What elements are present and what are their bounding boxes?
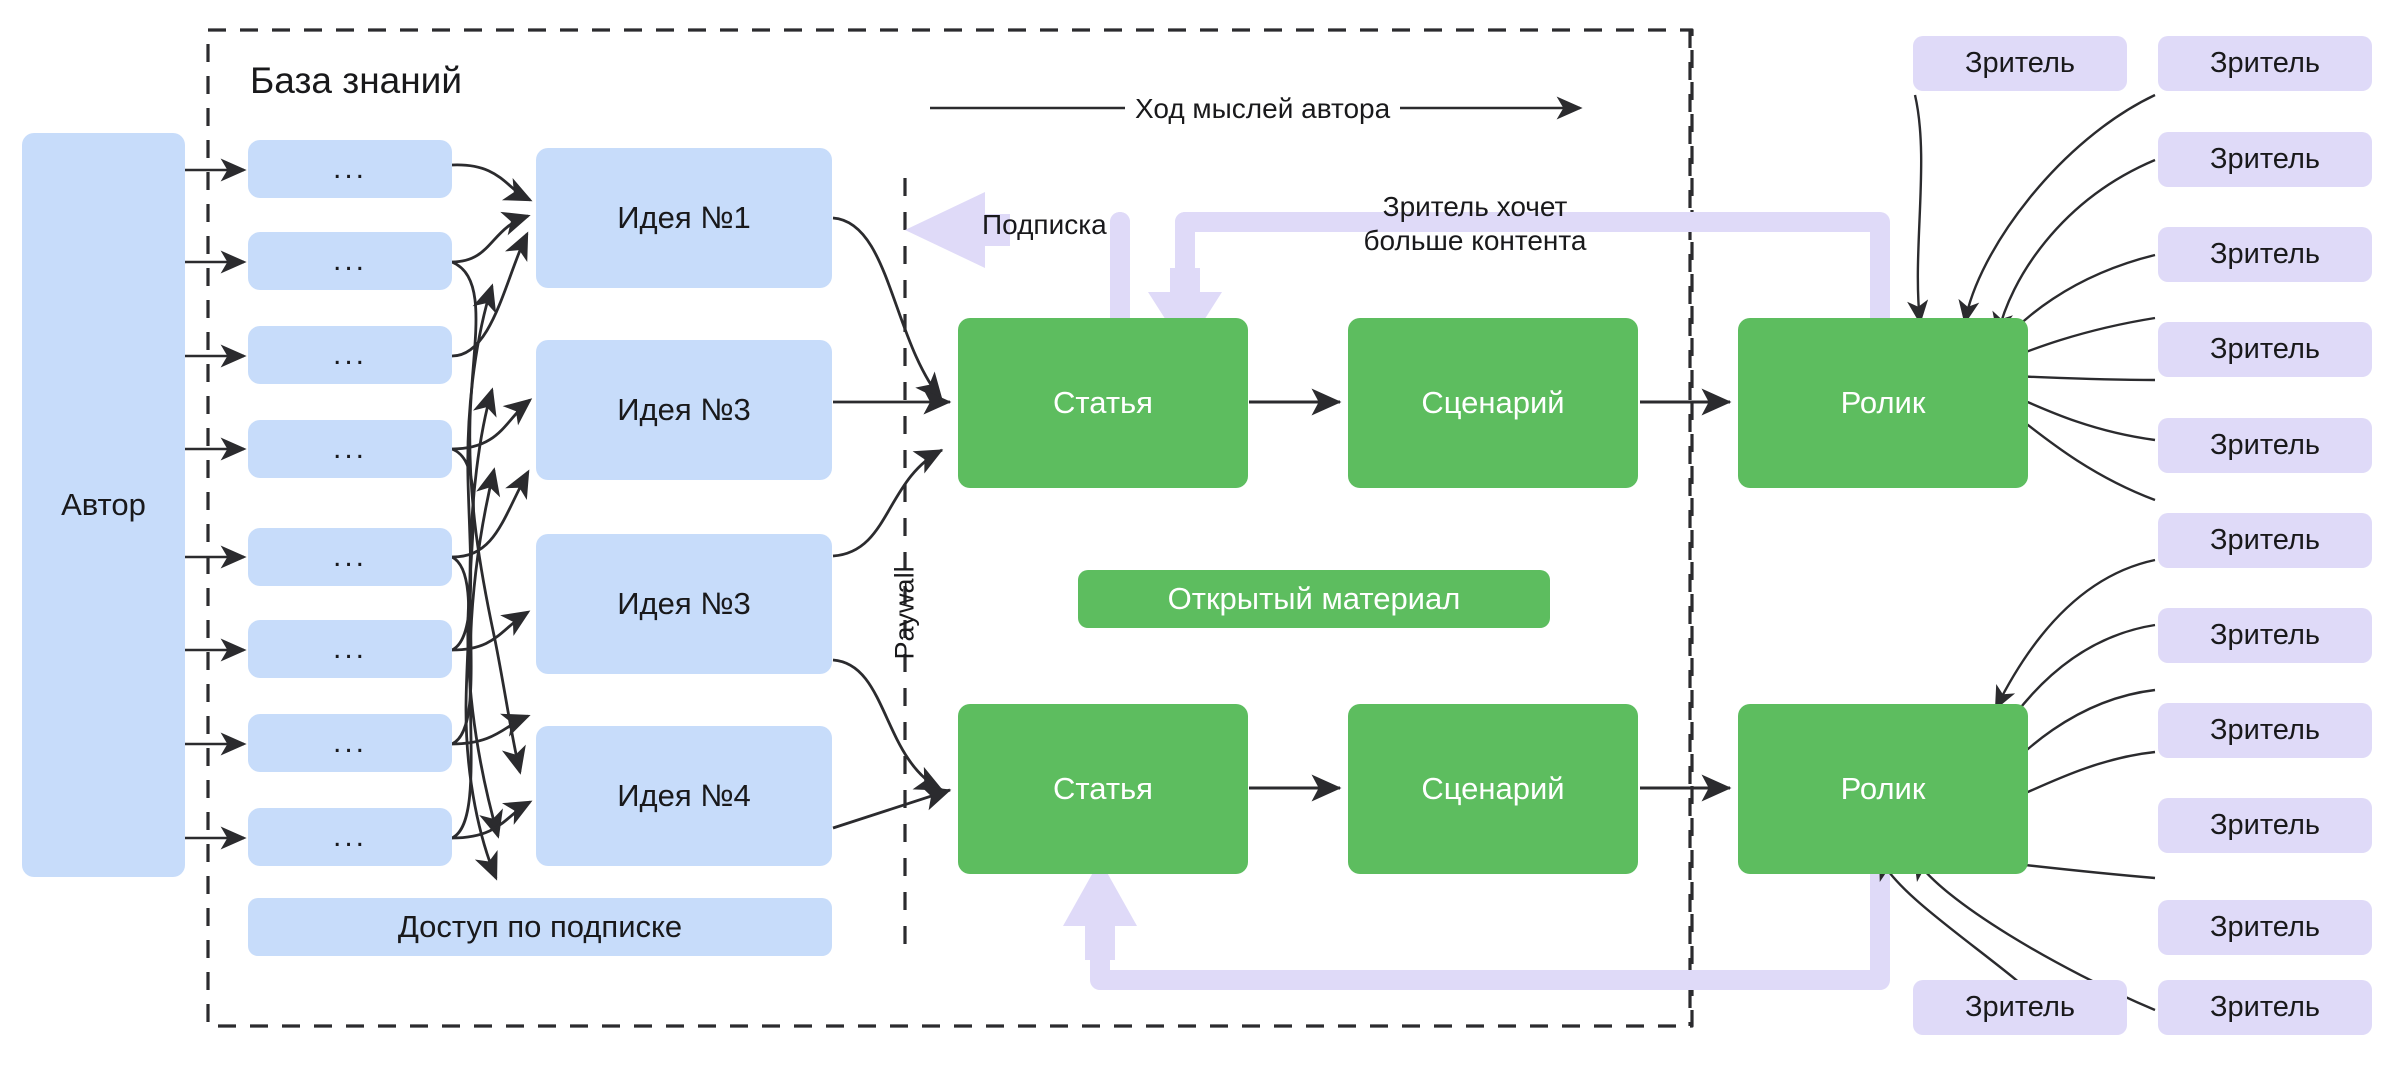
idea-node[interactable]: Идея №1	[536, 148, 832, 288]
author-label: Автор	[61, 486, 146, 522]
viewer-chip[interactable]: Зритель	[2158, 132, 2372, 187]
video-node-bottom[interactable]: Ролик	[1738, 704, 2028, 874]
viewer-chip[interactable]: Зритель	[2158, 322, 2372, 377]
viewer-label: Зритель	[1965, 991, 2075, 1024]
viewer-label: Зритель	[1965, 47, 2075, 80]
source-item[interactable]: ...	[248, 808, 452, 866]
subscription-access-note: Доступ по подписке	[248, 898, 832, 956]
script-node-top[interactable]: Сценарий	[1348, 318, 1638, 488]
viewer-chip[interactable]: Зритель	[2158, 36, 2372, 91]
script-node-bottom[interactable]: Сценарий	[1348, 704, 1638, 874]
article-label: Статья	[1053, 770, 1153, 806]
idea-node[interactable]: Идея №3	[536, 340, 832, 480]
source-item-label: ...	[332, 244, 367, 278]
viewer-chip[interactable]: Зритель	[2158, 980, 2372, 1035]
subscription-access-label: Доступ по подписке	[397, 908, 683, 944]
lavender-bottom-loop	[1090, 862, 1890, 990]
idea-label: Идея №1	[617, 199, 751, 235]
paywall-label: Paywall	[889, 566, 920, 660]
script-label: Сценарий	[1421, 384, 1565, 420]
knowledge-base-title: База знаний	[250, 60, 463, 101]
article-label: Статья	[1053, 384, 1153, 420]
viewer-chip[interactable]: Зритель	[1913, 980, 2127, 1035]
source-item-label: ...	[332, 820, 367, 854]
source-item[interactable]: ...	[248, 714, 452, 772]
source-item[interactable]: ...	[248, 528, 452, 586]
viewer-chip[interactable]: Зритель	[2158, 798, 2372, 853]
viewer-chip[interactable]: Зритель	[1913, 36, 2127, 91]
source-item-label: ...	[332, 432, 367, 466]
viewer-label: Зритель	[2210, 991, 2320, 1024]
viewer-chip[interactable]: Зритель	[2158, 418, 2372, 473]
article-node-top[interactable]: Статья	[958, 318, 1248, 488]
article-node-bottom[interactable]: Статья	[958, 704, 1248, 874]
source-item-label: ...	[332, 540, 367, 574]
viewer-chip[interactable]: Зритель	[2158, 608, 2372, 663]
source-item-label: ...	[332, 152, 367, 186]
source-item[interactable]: ...	[248, 232, 452, 290]
idea-node[interactable]: Идея №3	[536, 534, 832, 674]
viewer-chip[interactable]: Зритель	[2158, 513, 2372, 568]
source-item[interactable]: ...	[248, 620, 452, 678]
video-label: Ролик	[1840, 384, 1926, 420]
open-material-chip: Открытый материал	[1078, 570, 1550, 628]
viewer-label: Зритель	[2210, 47, 2320, 80]
source-item-label: ...	[332, 726, 367, 760]
script-label: Сценарий	[1421, 770, 1565, 806]
source-item[interactable]: ...	[248, 420, 452, 478]
author-node[interactable]: Автор	[22, 133, 185, 877]
viewer-label: Зритель	[2210, 333, 2320, 366]
ideas-to-articles-arrows	[832, 216, 952, 830]
source-item-label: ...	[332, 632, 367, 666]
more-content-label: Зритель хочет больше контента	[1363, 191, 1587, 257]
open-material-label: Открытый материал	[1167, 580, 1461, 616]
source-item-label: ...	[332, 338, 367, 372]
author-to-sources-arrows	[185, 158, 247, 850]
flow-direction-label: Ход мыслей автора	[1135, 93, 1391, 124]
viewer-chip[interactable]: Зритель	[2158, 227, 2372, 282]
idea-label: Идея №4	[617, 777, 751, 813]
viewer-label: Зритель	[2210, 143, 2320, 176]
viewer-label: Зритель	[2210, 619, 2320, 652]
video-label: Ролик	[1840, 770, 1926, 806]
video-node-top[interactable]: Ролик	[1738, 318, 2028, 488]
viewer-chip[interactable]: Зритель	[2158, 703, 2372, 758]
viewer-label: Зритель	[2210, 429, 2320, 462]
viewer-label: Зритель	[2210, 911, 2320, 944]
viewer-label: Зритель	[2210, 714, 2320, 747]
sources-to-ideas-arrows	[451, 163, 533, 881]
idea-node[interactable]: Идея №4	[536, 726, 832, 866]
viewer-label: Зритель	[2210, 238, 2320, 271]
idea-label: Идея №3	[617, 391, 751, 427]
viewer-label: Зритель	[2210, 524, 2320, 557]
source-item[interactable]: ...	[248, 326, 452, 384]
source-item[interactable]: ...	[248, 140, 452, 198]
idea-label: Идея №3	[617, 585, 751, 621]
viewer-chip[interactable]: Зритель	[2158, 900, 2372, 955]
subscription-flow-label: Подписка	[982, 209, 1107, 240]
viewer-label: Зритель	[2210, 809, 2320, 842]
